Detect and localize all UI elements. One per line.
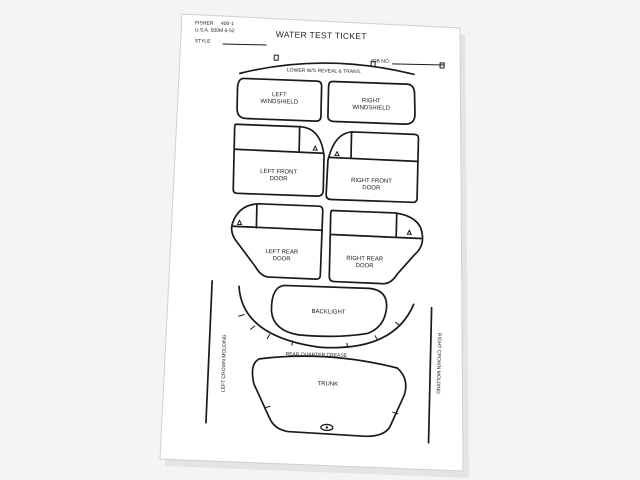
left-rear-door-outline bbox=[230, 202, 324, 281]
right-front-door-label: RIGHT FRONT bbox=[351, 178, 392, 185]
trunk-hinge-mark bbox=[392, 411, 399, 415]
left-front-door-mark-icon bbox=[312, 144, 318, 151]
left-front-door-label: DOOR bbox=[269, 176, 288, 182]
left-rear-door-label: LEFT REAR bbox=[265, 249, 299, 256]
right-windshield-outline bbox=[327, 80, 416, 125]
left-crown-molding-line bbox=[205, 279, 214, 424]
right-front-door-label: DOOR bbox=[362, 185, 381, 191]
reveal-arc bbox=[239, 62, 415, 76]
right-front-door-vent bbox=[350, 131, 353, 159]
left-front-door-vent bbox=[298, 125, 301, 153]
crease-label: REAR QUARTER CREASE bbox=[285, 351, 347, 358]
left-front-door-label: LEFT FRONT bbox=[260, 169, 297, 176]
left-rear-door-beltline bbox=[231, 225, 323, 232]
left-front-door-outline bbox=[232, 123, 325, 197]
job-field bbox=[392, 63, 445, 66]
backlight-outline bbox=[270, 284, 388, 338]
left-rear-door-label: DOOR bbox=[273, 256, 292, 262]
maker-name: FISHER bbox=[195, 20, 214, 26]
right-rear-door-label: DOOR bbox=[355, 263, 374, 269]
left-windshield-outline bbox=[236, 77, 323, 122]
right-crown-molding-label: RIGHT CROWN MOLDING bbox=[435, 333, 442, 394]
style-field bbox=[222, 43, 267, 46]
form-number: 400-1 bbox=[221, 21, 234, 27]
right-front-door-mark-icon bbox=[334, 150, 340, 157]
right-windshield-label: WINDSHIELD bbox=[352, 105, 390, 112]
right-front-door-beltline bbox=[328, 156, 418, 163]
job-label: JOB NO. bbox=[370, 58, 390, 64]
right-rear-door-beltline bbox=[330, 233, 423, 240]
trunk-lock-icon bbox=[320, 423, 334, 432]
reveal-clip-icon bbox=[273, 54, 279, 61]
right-rear-door-vent bbox=[395, 212, 398, 238]
reveal-clip-icon bbox=[370, 60, 376, 67]
job-marker-icon bbox=[439, 62, 445, 69]
reveal-label: LOWER W/S REVEAL & TRANS. bbox=[287, 67, 362, 75]
left-windshield-label: WINDSHIELD bbox=[260, 99, 298, 106]
right-rear-door-outline bbox=[328, 209, 424, 285]
left-rear-door-vent bbox=[255, 203, 258, 229]
left-crown-molding-label: LEFT CROWN MOLDING bbox=[221, 334, 228, 392]
ticket-title: WATER TEST TICKET bbox=[276, 29, 367, 41]
left-front-door-beltline bbox=[234, 148, 324, 155]
right-front-door-outline bbox=[325, 131, 420, 204]
rear-quarter-crease-arc bbox=[238, 285, 415, 349]
right-windshield-label: RIGHT bbox=[362, 98, 381, 104]
right-rear-door-label: RIGHT REAR bbox=[346, 256, 384, 263]
style-label: STYLE bbox=[195, 38, 212, 44]
right-rear-door-mark-icon bbox=[406, 229, 413, 235]
ticket-content: FISHER 400-1 U.S.A. 500M 6-52 WATER TEST… bbox=[195, 20, 445, 444]
trunk-hinge-mark bbox=[264, 405, 271, 409]
backlight-label: BACKLIGHT bbox=[311, 309, 345, 316]
svg-text::: : bbox=[219, 39, 221, 45]
crease-tick-marks bbox=[238, 314, 401, 348]
right-crown-molding-line bbox=[427, 306, 433, 444]
left-rear-door-mark-icon bbox=[236, 219, 243, 225]
left-windshield-label: LEFT bbox=[272, 92, 287, 98]
trunk-label: TRUNK bbox=[317, 381, 338, 387]
trunk-outline bbox=[251, 355, 407, 438]
ticket-paper bbox=[159, 13, 464, 472]
print-info: U.S.A. 500M 6-52 bbox=[195, 27, 235, 34]
